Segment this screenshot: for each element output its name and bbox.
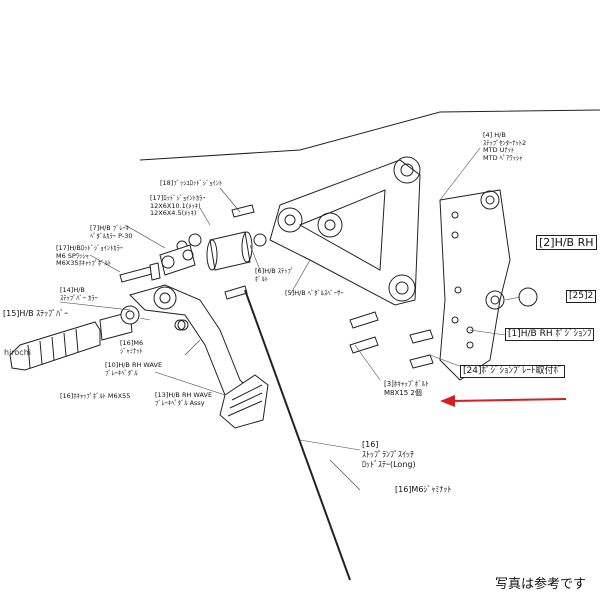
label-18-line1: [18]ﾌﾞｯｼﾕﾛｯﾄﾞｼﾞｮｲﾝﾄ [160,179,223,187]
label-2-text: [2]H/B RH [539,236,594,249]
label-16c-line3: ﾛｯﾄﾞｽﾃｰ(Long) [362,460,416,469]
pedal-tip [219,374,269,429]
label-6-line1: [6]H/B ｽﾃｯﾌﾟ [255,267,295,275]
label-16d: [16]M6ｼﾞｬﾐﾅｯﾄ [395,486,451,494]
label-16b-line1: [16]ﾎｷｬｯﾌﾟﾎﾞﾙﾄ M6X55 [60,392,131,400]
small-bolts [119,204,255,331]
red-arrow [440,395,567,407]
pivot-shaft [176,231,267,271]
label-17a-line2: 12X6X10.1(ﾒｯｷ) [150,201,201,210]
label-4-line3: MTD Uﾅｯﾄ [483,146,515,154]
sheet-frame-line [299,109,600,151]
label-7: [7]H/B ﾌﾞﾚｰｷ ﾍﾟﾀﾞﾙｶﾗｰ P-30 [90,224,133,240]
label-1: [1]H/B RH ﾎﾟｼﾞｼｮﾝﾌ [505,328,595,341]
label-25: [25]2 [566,290,597,303]
label-16b: [16]ﾎｷｬｯﾌﾟﾎﾞﾙﾄ M6X55 [60,392,131,401]
label-17a-line1: [17]ﾛｯﾄﾞｼﾞｮｲﾝﾄｶﾗｰ [150,194,206,202]
label-5: [5]H/B ﾍﾟﾀﾞﾙｽﾍﾟｰｻｰ [285,289,344,298]
label-4: [4] H/B ｽﾃｯﾌﾟｾﾝﾀｰﾅｯﾄ2 MTD Uﾅｯﾄ MTD ﾍﾟｱﾜｯ… [483,131,527,162]
label-18: [18]ﾌﾞｯｼﾕﾛｯﾄﾞｼﾞｮｲﾝﾄ [160,179,223,188]
label-1-text: [1]H/B RH ﾎﾟｼﾞｼｮﾝﾌ [508,329,592,339]
position-plate [439,189,511,381]
label-4-line1: [4] H/B [483,131,506,139]
label-10-line2: ﾌﾞﾚｰｷﾍﾟﾀﾞﾙ [105,368,138,377]
label-16d-line1: [16]M6ｼﾞｬﾐﾅｯﾄ [395,485,452,494]
watermark: hirochi [4,348,31,357]
label-4-line2: ｽﾃｯﾌﾟｾﾝﾀｰﾅｯﾄ2 [483,138,527,147]
label-16a-line2: ｼﾞｬﾐﾅｯﾄ [120,346,143,355]
label-17b-line1: [17]H/Bﾛｯﾄﾞｼﾞｮｲﾝﾄｶﾗｰ [56,244,124,252]
label-16c-line2: ｽﾄｯﾌﾟﾗﾝﾌﾟｽｲｯﾁ [362,450,414,459]
step-plate [269,156,421,306]
label-15: [15]H/B ｽﾃｯﾌﾟﾊﾞｰ [3,310,68,318]
spacer-collar [159,244,196,276]
label-25-text: [25]2 [569,291,594,301]
label-5-line1: [5]H/B ﾍﾟﾀﾞﾙｽﾍﾟｰｻｰ [285,289,344,297]
label-24: [24]ﾎﾟｼﾞｼｮﾝﾌﾟﾚｰﾄ取付ﾎﾞ [460,365,566,378]
label-14-line2: ｽﾃｯﾌﾟﾊﾞｰ ｶﾗｰ [60,293,98,302]
sheet-frame-line [139,149,301,161]
label-17a: [17]ﾛｯﾄﾞｼﾞｮｲﾝﾄｶﾗｰ 12X6X10.1(ﾒｯｷ) 12X6X4.… [150,194,206,218]
label-10-line1: [10]H/B RH WAVE [105,361,163,369]
label-6-line2: ﾎﾞﾙﾄ [255,274,268,283]
switch-rod [244,289,351,581]
label-4-line4: MTD ﾍﾟｱﾜｯｼｬ [483,153,523,162]
label-16a-line1: [16]M6 [120,339,144,347]
label-13: [13]H/B RH WAVE ﾌﾞﾚｰｷﾍﾟﾀﾞﾙ Assy [155,391,213,407]
label-3-line2: M8X15 2個 [384,389,422,397]
label-7-line1: [7]H/B ﾌﾞﾚｰｷ [90,224,130,232]
leader-lines [59,147,521,491]
label-6: [6]H/B ｽﾃｯﾌﾟ ﾎﾞﾙﾄ [255,267,295,283]
label-7-line2: ﾍﾟﾀﾞﾙｶﾗｰ P-30 [90,231,133,240]
label-17b: [17]H/Bﾛｯﾄﾞｼﾞｮｲﾝﾄｶﾗｰ M6 SPﾜｯｼｬ M6X35ﾎｷｬｯ… [56,244,124,268]
label-17b-line2: M6 SPﾜｯｼｬ [56,251,89,260]
label-2: [2]H/B RH [536,235,597,250]
label-16c-line1: [16] [362,440,379,449]
label-14-line1: [14]H/B [60,286,85,294]
label-16a: [16]M6 ｼﾞｬﾐﾅｯﾄ [120,339,144,355]
label-16c: [16] ｽﾄｯﾌﾟﾗﾝﾌﾟｽｲｯﾁ ﾛｯﾄﾞｽﾃｰ(Long) [362,440,416,470]
label-13-line2: ﾌﾞﾚｰｷﾍﾟﾀﾞﾙ Assy [155,398,205,407]
label-3: [3]ﾎｷｬｯﾌﾟﾎﾞﾙﾄ M8X15 2個 [384,380,429,398]
step-bar [9,305,140,371]
label-3-line1: [3]ﾎｷｬｯﾌﾟﾎﾞﾙﾄ [384,380,429,388]
spacer-25 [518,287,538,307]
label-17b-line3: M6X35ﾎｷｬｯﾌﾟﾎﾞﾙﾄ [56,259,111,267]
label-24-text: [24]ﾎﾟｼﾞｼｮﾝﾌﾟﾚｰﾄ取付ﾎﾞ [463,366,563,376]
label-14: [14]H/B ｽﾃｯﾌﾟﾊﾞｰ ｶﾗｰ [60,286,98,302]
disclaimer: 写真は参考です [494,577,586,592]
label-17a-line3: 12X6X4.5(ﾒｯｷ) [150,209,197,217]
label-15-line1: [15]H/B ｽﾃｯﾌﾟﾊﾞｰ [3,309,69,318]
label-10: [10]H/B RH WAVE ﾌﾞﾚｰｷﾍﾟﾀﾞﾙ [105,361,163,377]
label-13-line1: [13]H/B RH WAVE [155,391,213,399]
cap-bolts [349,311,434,369]
